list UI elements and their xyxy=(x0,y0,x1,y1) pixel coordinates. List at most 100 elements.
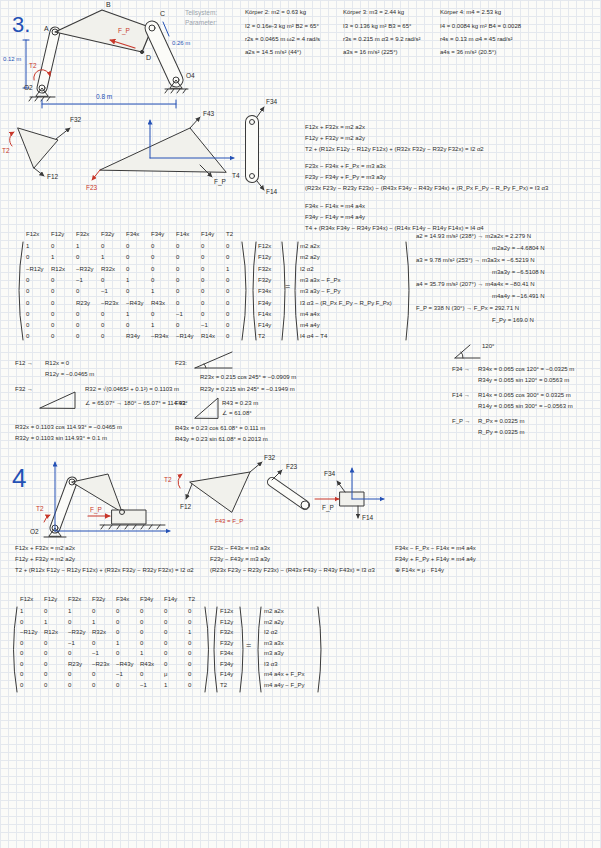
matrix-cell: −1 xyxy=(101,288,108,295)
matrix-header: F14x xyxy=(176,231,189,238)
note-text: F14 xyxy=(266,188,277,195)
free-body-sketch-4 xyxy=(352,468,353,499)
note-text: F14 → xyxy=(452,392,470,399)
unknown-vector: F34y xyxy=(258,300,271,307)
note-text: I3 = 0.136 kg m² B3 = 65° xyxy=(343,23,411,30)
matrix-cell: −1 xyxy=(92,650,99,657)
matrix-cell: −1 xyxy=(68,640,75,647)
mechanism-sketch-4 xyxy=(88,515,110,516)
matrix-cell: 0 xyxy=(20,640,23,647)
mechanism-sketch-4 xyxy=(44,462,170,537)
note-text: Teilsystem: xyxy=(185,9,217,16)
unknown-vector: F14y xyxy=(220,671,233,678)
note-text: F_P xyxy=(322,504,334,511)
note-text: T2 xyxy=(29,62,37,69)
matrix-cell: 0 xyxy=(164,661,167,668)
free-body-sketch-3 xyxy=(100,128,226,172)
note-text: F23 xyxy=(86,184,97,191)
matrix-cell: 0 xyxy=(44,640,47,647)
note-text: a4s = 36 m/s² (20.5°) xyxy=(440,49,496,56)
free-body-sketch-4 xyxy=(358,506,359,518)
free-body-sketch-3 xyxy=(250,174,255,179)
unknown-vector: T2 xyxy=(258,333,265,340)
matrix-bracket xyxy=(258,607,321,692)
rhs-vector: m3 a3x xyxy=(264,640,284,647)
matrix-cell: 0 xyxy=(51,288,54,295)
note-text: F14 xyxy=(362,514,373,521)
matrix-cell: 0 xyxy=(151,311,154,318)
matrix-cell: −1 xyxy=(116,671,123,678)
matrix-cell: 0 xyxy=(164,640,167,647)
note-text: m4a4y = −16.491 N xyxy=(492,293,545,300)
note-text: F23: xyxy=(175,360,187,367)
rhs-vector: m2 a2y xyxy=(300,254,320,261)
vector-sketch xyxy=(40,345,480,418)
note-text: F12 xyxy=(47,173,58,180)
note-text: a2s = 14.5 m/s² (44°) xyxy=(245,49,301,56)
matrix-cell: 1 xyxy=(140,650,143,657)
matrix-cell: 0 xyxy=(226,288,229,295)
note-text: r4s = 0.13 m α4 = 45 rad/s² xyxy=(440,36,513,43)
free-body-sketch-4 xyxy=(315,499,339,500)
matrix-cell: 0 xyxy=(140,640,143,647)
unknown-vector: F34x xyxy=(258,288,271,295)
note-text: 120° xyxy=(482,343,494,350)
note-text: R_Py = 0.0325 m xyxy=(478,429,525,436)
matrix-header: F34y xyxy=(151,231,164,238)
matrix-cell: 0 xyxy=(76,288,79,295)
matrix-cell: −1 xyxy=(176,311,183,318)
unknown-vector: F34y xyxy=(220,661,233,668)
matrix-cell: 0 xyxy=(151,254,154,261)
rhs-vector: I3 α3 − (R_Px F_Py − R_Py F_Px) xyxy=(300,300,392,307)
note-text: T2 xyxy=(36,505,44,512)
matrix-cell: 1 xyxy=(76,243,79,250)
free-body-sketch-3 xyxy=(150,158,234,159)
note-text: R43y = 0.23 sin 61.08° = 0.2013 m xyxy=(175,436,268,443)
matrix-cell: 0 xyxy=(164,629,167,636)
mechanism-sketch-3 xyxy=(152,28,176,80)
note-text: F34x − F14x = m4 a4x xyxy=(305,203,365,210)
note-text: r2s = 0.0465 m ω2 = 4 rad/s xyxy=(245,36,320,43)
matrix-cell: 0 xyxy=(101,243,104,250)
note-text: R32x = 0.1103 cos 114.93° = −0.0465 m xyxy=(15,424,122,431)
note-text: a2 = 14.93 m/s² (238°) → m2a2x = 2.279 N xyxy=(416,233,531,240)
matrix-cell: −R43y xyxy=(116,661,134,668)
note-text: R23y = 0.215 sin 245° = −0.1949 m xyxy=(200,386,295,393)
note-text: a3s = 16 m/s² (225°) xyxy=(343,49,398,56)
matrix-cell: 0 xyxy=(201,243,204,250)
note-text: Körper 3: m3 = 2.44 kg xyxy=(343,9,404,16)
note-text: m3a3y = −6.5108 N xyxy=(492,269,545,276)
free-body-sketch-4 xyxy=(272,470,282,480)
matrix-cell: 1 xyxy=(26,243,29,250)
note-text: R34y = 0.065 sin 120° = 0.0563 m xyxy=(478,377,569,384)
matrix-cell: R43x xyxy=(151,300,165,307)
vector-sketch xyxy=(195,398,218,418)
unknown-vector: F12x xyxy=(258,243,271,250)
note-text: F12y + F32y = m2 a2y xyxy=(305,135,365,142)
note-text: F34 xyxy=(266,98,277,105)
matrix-cell: −R23x xyxy=(101,300,119,307)
matrix-cell: 0 xyxy=(226,322,229,329)
note-text: F23y − F34y + F_Py = m3 a3y xyxy=(305,174,386,181)
matrix-cell: 0 xyxy=(76,311,79,318)
note-text: R43 = 0.23 m xyxy=(222,400,258,407)
matrix-header: F14y xyxy=(201,231,214,238)
note-text: F23x − F43x = m3 a3x xyxy=(210,545,270,552)
note-text: 4 xyxy=(12,464,26,494)
matrix-header: F32y xyxy=(92,596,105,603)
matrix-cell: 0 xyxy=(20,682,23,689)
matrix-cell: 1 xyxy=(151,288,154,295)
matrix-cell: 1 xyxy=(116,640,119,647)
note-text: O4 xyxy=(186,72,195,79)
free-body-sketch-3 xyxy=(257,107,264,117)
vector-sketch xyxy=(455,345,480,358)
note-text: A xyxy=(44,25,49,33)
matrix-cell: 0 xyxy=(176,277,179,284)
matrix-cell: 0 xyxy=(188,640,191,647)
note-text: R32y = 0.1103 sin 114.93° = 0.1 m xyxy=(15,435,107,442)
note-text: m2a2y = −4.6804 N xyxy=(492,245,545,252)
matrix-cell: 0 xyxy=(226,311,229,318)
matrix-cell: 0 xyxy=(126,254,129,261)
matrix-cell: 0 xyxy=(68,619,71,626)
